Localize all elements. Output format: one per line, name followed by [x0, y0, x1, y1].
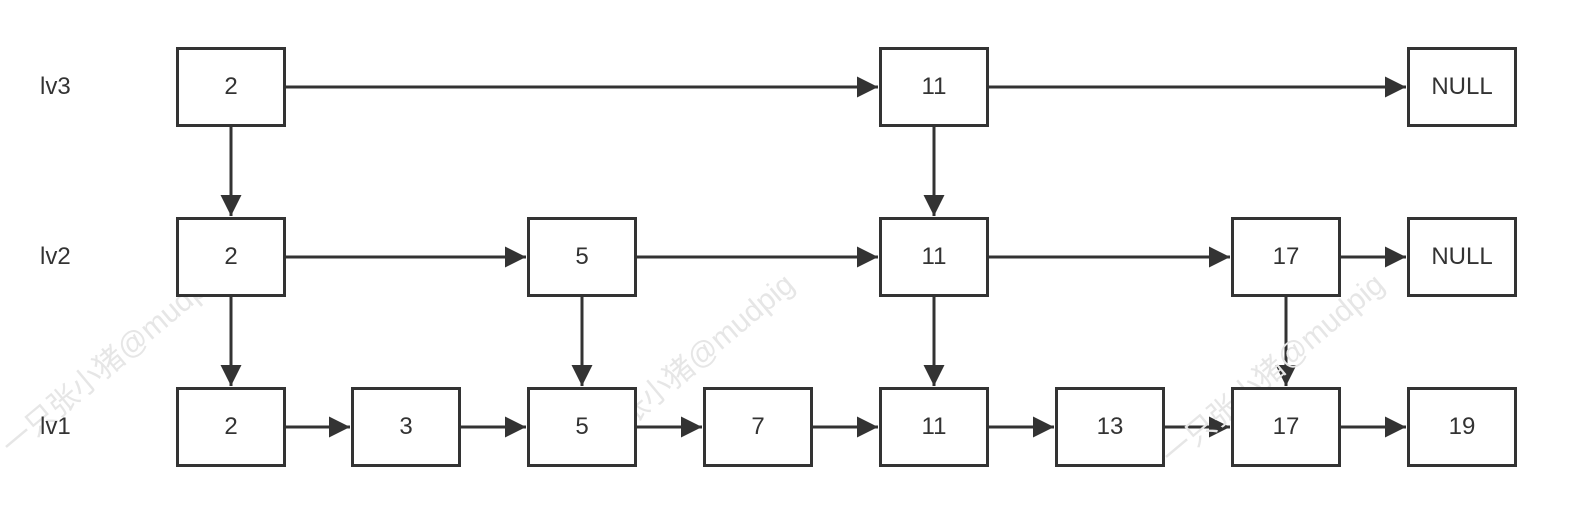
node-lv1-2: 2: [176, 387, 286, 467]
node-lv3-11: 11: [879, 47, 989, 127]
node-lv1-11: 11: [879, 387, 989, 467]
node-lv1-7: 7: [703, 387, 813, 467]
node-lv1-3: 3: [351, 387, 461, 467]
node-lv1-13: 13: [1055, 387, 1165, 467]
node-lv2-5: 5: [527, 217, 637, 297]
node-lv1-5: 5: [527, 387, 637, 467]
level-label-lv2: lv2: [40, 243, 71, 270]
node-lv2-11: 11: [879, 217, 989, 297]
node-lv2-2: 2: [176, 217, 286, 297]
node-lv2-17: 17: [1231, 217, 1341, 297]
node-lv2-null: NULL: [1407, 217, 1517, 297]
node-lv3-2: 2: [176, 47, 286, 127]
node-lv3-null: NULL: [1407, 47, 1517, 127]
node-lv1-19: 19: [1407, 387, 1517, 467]
level-label-lv3: lv3: [40, 73, 71, 100]
level-label-lv1: lv1: [40, 413, 71, 440]
node-lv1-17: 17: [1231, 387, 1341, 467]
